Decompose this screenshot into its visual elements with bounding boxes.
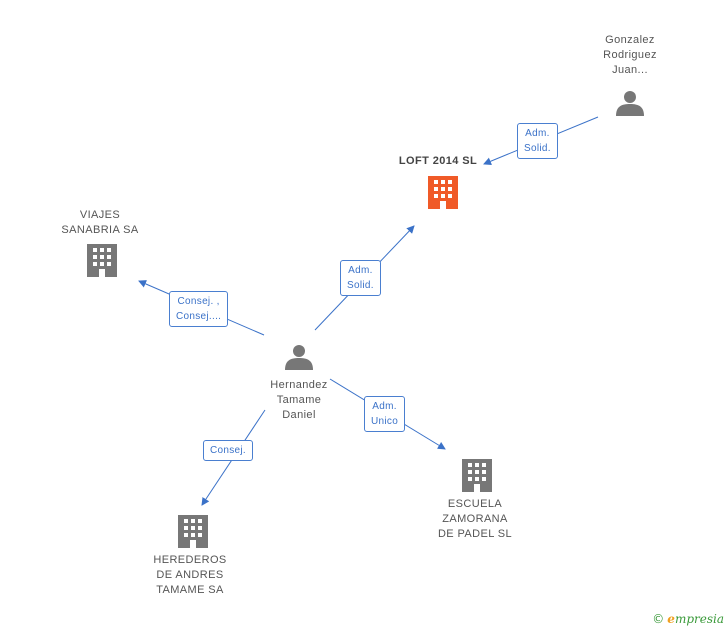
copyright-symbol: © <box>652 612 665 626</box>
node-label-line: Daniel <box>282 409 316 421</box>
edge-label-hernandez-herederos[interactable]: Consej. <box>203 440 254 461</box>
node-label-line: VIAJES <box>79 209 121 221</box>
edge-label-line: Adm. <box>348 265 373 276</box>
node-label-line: Hernandez <box>270 379 328 391</box>
node-label-line: SANABRIA SA <box>61 224 139 236</box>
node-label-escuela[interactable]: ESCUELA ZAMORANA DE PADEL SL <box>420 497 530 542</box>
node-label-line: TAMAME SA <box>156 584 224 596</box>
node-label-line: Juan... <box>612 64 648 76</box>
edge-label-line: Solid. <box>347 280 374 291</box>
person-icon[interactable] <box>285 345 313 370</box>
node-label-line: Gonzalez <box>605 34 655 46</box>
node-label-line: Rodriguez <box>603 49 657 61</box>
building-icon[interactable] <box>178 515 208 548</box>
edge-label-line: Unico <box>371 416 399 427</box>
node-label-viajes[interactable]: VIAJES SANABRIA SA <box>50 208 150 238</box>
node-label-line: HEREDEROS <box>153 554 227 566</box>
edge-label-hernandez-loft[interactable]: Adm. Solid. <box>340 260 381 296</box>
person-icon[interactable] <box>616 91 644 116</box>
node-label-loft[interactable]: LOFT 2014 SL <box>388 154 488 169</box>
edge-label-gonzalez-loft[interactable]: Adm. Solid. <box>517 123 558 159</box>
brand-name: mpresia <box>674 612 724 626</box>
node-label-herederos[interactable]: HEREDEROS DE ANDRES TAMAME SA <box>140 553 240 598</box>
node-label-line: ZAMORANA <box>442 513 508 525</box>
node-label-hernandez[interactable]: Hernandez Tamame Daniel <box>249 378 349 423</box>
edge-label-hernandez-escuela[interactable]: Adm. Unico <box>364 396 406 432</box>
edge-label-line: Adm. <box>525 128 550 139</box>
node-label-line: DE PADEL SL <box>437 528 513 540</box>
edge-label-line: Solid. <box>524 143 551 154</box>
building-icon[interactable] <box>428 176 458 209</box>
node-label-gonzalez[interactable]: Gonzalez Rodriguez Juan... <box>588 33 672 78</box>
building-icon[interactable] <box>87 244 117 277</box>
node-label-line: LOFT 2014 SL <box>398 155 478 167</box>
building-icon[interactable] <box>462 459 492 492</box>
brand-watermark: ©empresia <box>652 612 724 626</box>
edge-label-line: Consej. , <box>177 296 220 307</box>
edge-label-line: Consej.... <box>176 311 222 322</box>
node-label-line: DE ANDRES <box>156 569 224 581</box>
edge-label-line: Consej. <box>210 445 247 456</box>
brand-initial: e <box>667 612 675 626</box>
edge-label-hernandez-viajes[interactable]: Consej. , Consej.... <box>169 291 229 327</box>
node-label-line: ESCUELA <box>447 498 503 510</box>
node-label-line: Tamame <box>276 394 322 406</box>
edge-label-line: Adm. <box>372 401 397 412</box>
